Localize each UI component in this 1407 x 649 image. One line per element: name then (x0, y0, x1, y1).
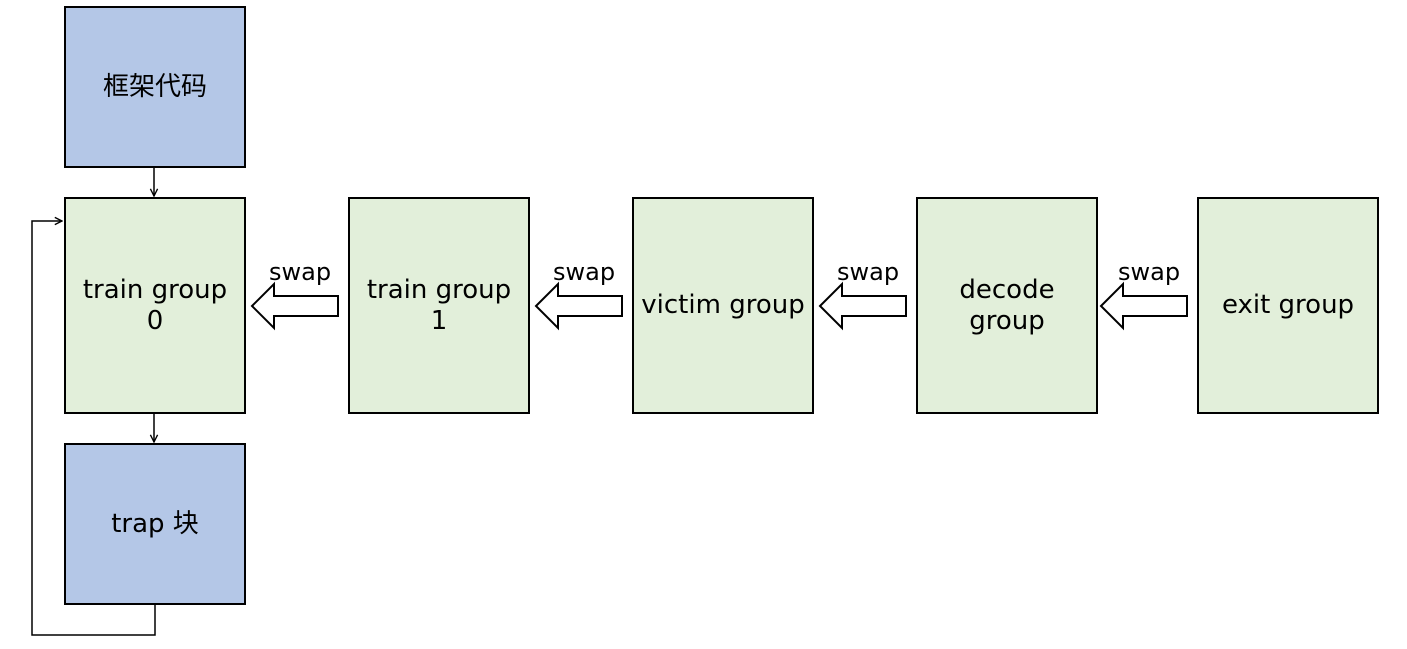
train-group-1-label: train group 1 (366, 274, 512, 336)
swap-label: swap (553, 258, 616, 286)
swap-arrow-exit-to-decode (1099, 281, 1188, 331)
swap-label: swap (1118, 258, 1181, 286)
train-group-0-block: train group 0 (64, 197, 246, 414)
swap-arrow-decode-to-victim (818, 281, 907, 331)
victim-group-block: victim group (632, 197, 814, 414)
swap-arrow-train1-to-train0 (250, 281, 339, 331)
train-group-0-label: train group 0 (82, 274, 228, 336)
framework-code-block: 框架代码 (64, 6, 246, 168)
framework-code-label: 框架代码 (102, 71, 207, 102)
victim-group-label: victim group (641, 290, 805, 320)
decode-group-block: decode group (916, 197, 1098, 414)
swap-label: swap (269, 258, 332, 286)
train-group-1-block: train group 1 (348, 197, 530, 414)
swap-arrow-victim-to-train1 (534, 281, 623, 331)
exit-group-label: exit group (1221, 290, 1355, 320)
exit-group-block: exit group (1197, 197, 1379, 414)
swap-label: swap (837, 258, 900, 286)
trap-block-label: trap 块 (111, 508, 199, 539)
decode-group-label: decode group (959, 274, 1055, 336)
arrow-trap-loop-to-train0 (31, 221, 156, 636)
trap-block: trap 块 (64, 443, 246, 605)
